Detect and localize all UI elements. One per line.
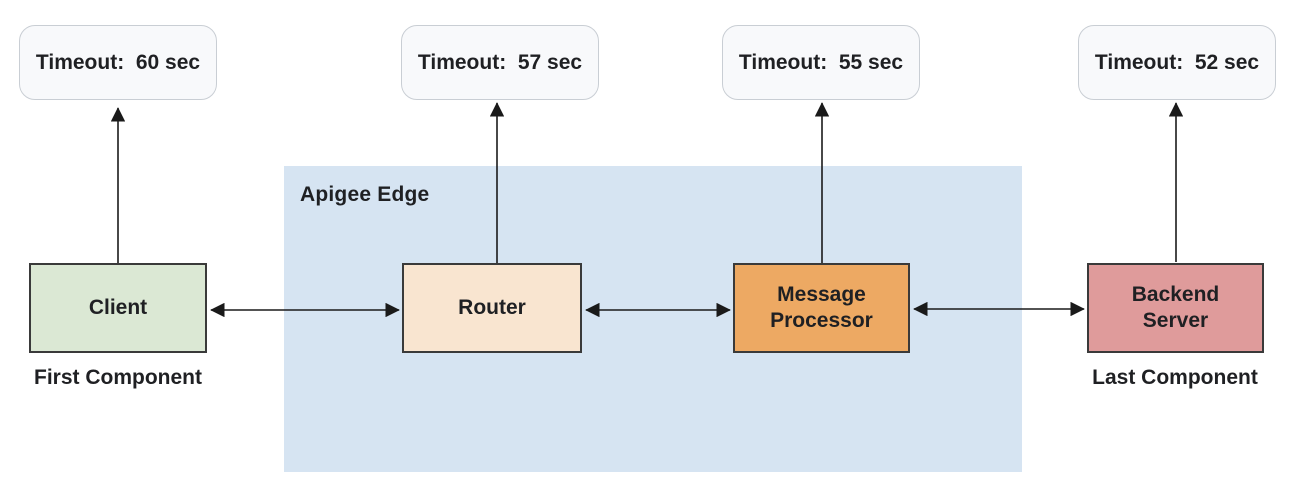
timeout-badge-router: Timeout: 57 sec [401, 25, 599, 100]
timeout-badge-backend-server-label: Timeout: 52 sec [1094, 50, 1260, 74]
component-client: Client [29, 263, 207, 353]
timeout-badge-client-label: Timeout: 60 sec [35, 50, 201, 74]
timeout-badge-backend-server: Timeout: 52 sec [1078, 25, 1276, 100]
caption-first-component: First Component [34, 366, 202, 389]
component-message-processor-label: Message Processor [770, 282, 873, 332]
component-backend-server-label: Backend Server [1131, 282, 1220, 332]
timeout-badge-message-processor: Timeout: 55 sec [722, 25, 920, 100]
component-router: Router [402, 263, 582, 353]
component-message-processor: Message Processor [733, 263, 910, 353]
apigee-edge-label: Apigee Edge [300, 183, 430, 206]
timeout-badge-router-label: Timeout: 57 sec [417, 50, 583, 74]
timeout-badge-message-processor-label: Timeout: 55 sec [738, 50, 904, 74]
timeout-badge-client: Timeout: 60 sec [19, 25, 217, 100]
caption-last-component: Last Component [1092, 366, 1258, 389]
component-backend-server: Backend Server [1087, 263, 1264, 353]
component-client-label: Client [88, 295, 148, 319]
component-router-label: Router [458, 295, 526, 319]
